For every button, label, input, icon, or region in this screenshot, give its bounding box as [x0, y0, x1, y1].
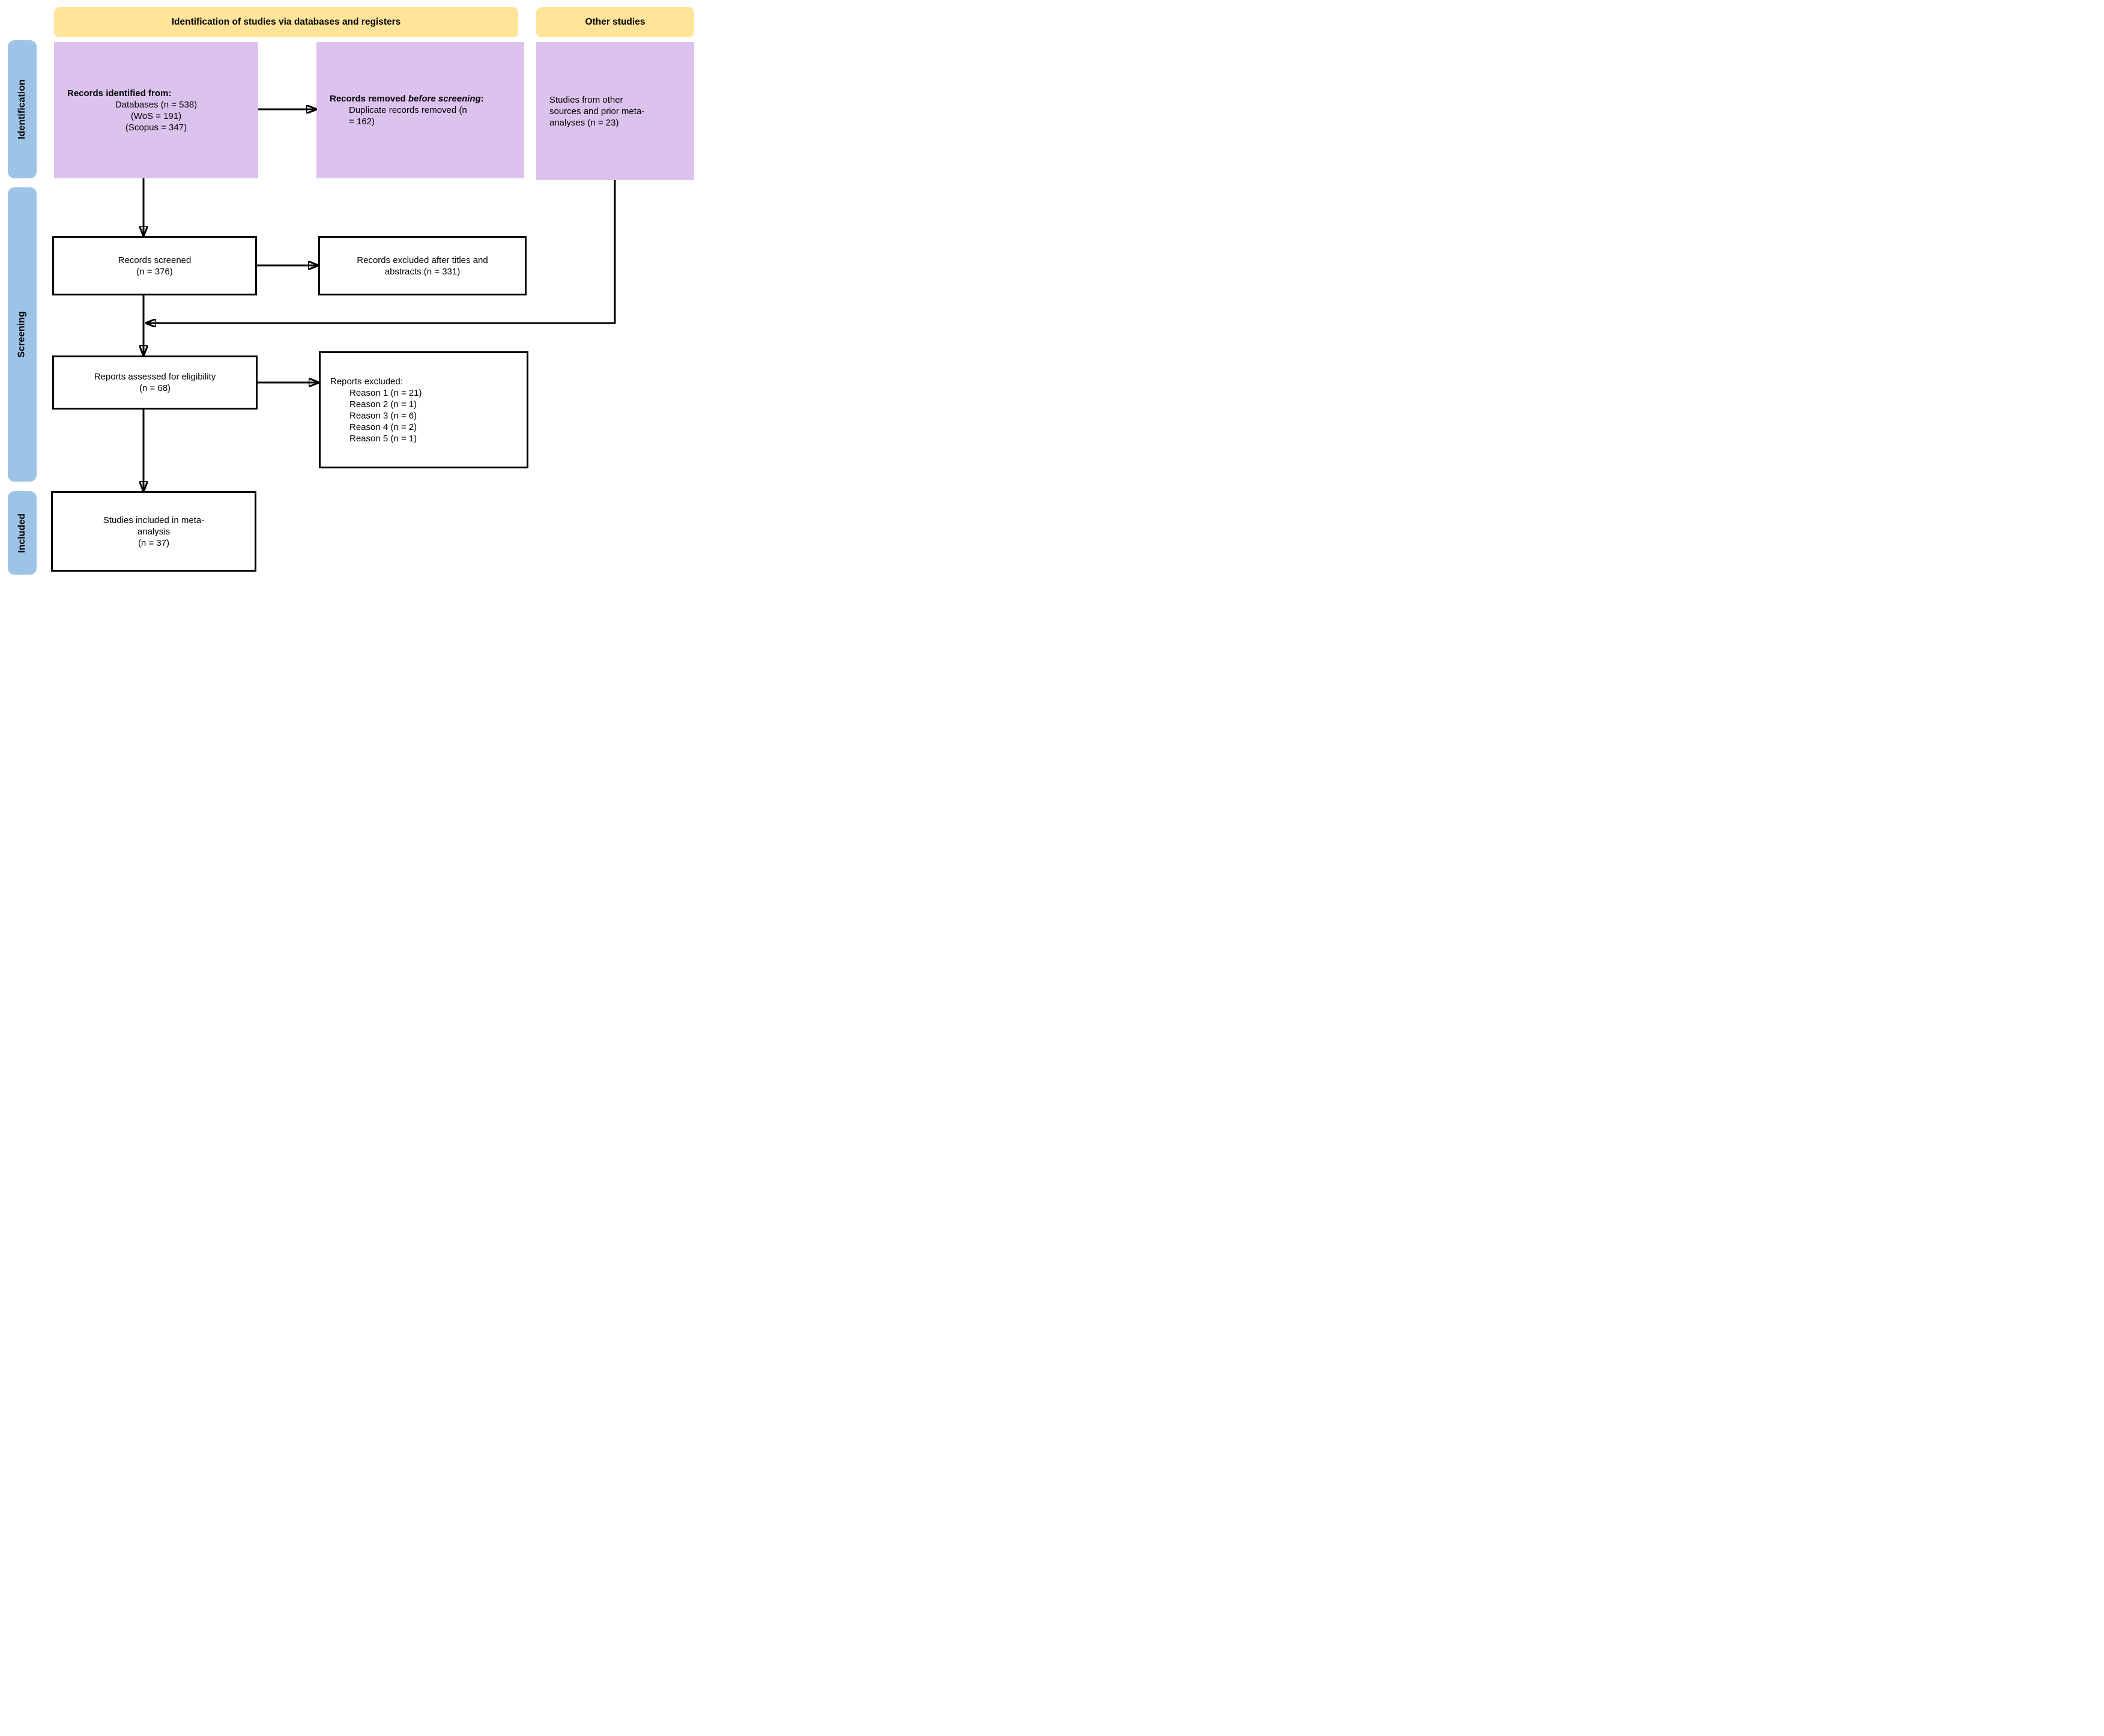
header-databases-registers: Identification of studies via databases … — [54, 7, 518, 37]
records-removed-title-prefix: Records removed — [330, 94, 408, 104]
reports-excluded-reason: Reason 3 (n = 6) — [349, 410, 417, 421]
reports-excluded-title: Reports excluded: — [330, 376, 403, 387]
records-removed-title-suffix: : — [480, 94, 484, 104]
header-databases-registers-label: Identification of studies via databases … — [171, 17, 401, 27]
stage-included-label: Included — [17, 513, 27, 553]
records-removed-title: Records removed before screening: — [330, 93, 511, 104]
records-identified-line: (WoS = 191) — [130, 110, 182, 121]
records-identified-line: (Scopus = 347) — [125, 122, 187, 133]
other-sources-line: Studies from other — [549, 94, 623, 105]
records-excluded-line: abstracts (n = 331) — [384, 266, 461, 277]
prisma-flow-diagram: Identification of studies via databases … — [0, 0, 701, 579]
other-sources-line: sources and prior meta- — [549, 106, 645, 116]
reports-excluded-reason: Reason 1 (n = 21) — [349, 387, 422, 398]
box-records-identified: Records identified from: Databases (n = … — [54, 42, 258, 178]
box-reports-assessed: Reports assessed for eligibility (n = 68… — [52, 355, 258, 410]
stage-screening: Screening — [8, 187, 37, 482]
reports-excluded-reason: Reason 4 (n = 2) — [349, 422, 417, 432]
header-other-studies: Other studies — [536, 7, 694, 37]
records-identified-title: Records identified from: — [67, 88, 172, 98]
records-screened-line: Records screened — [118, 255, 192, 265]
records-removed-title-emphasis: before screening — [408, 94, 481, 104]
studies-included-line: analysis — [137, 526, 171, 537]
records-excluded-line: Records excluded after titles and — [357, 255, 488, 265]
box-records-excluded: Records excluded after titles and abstra… — [318, 236, 527, 295]
header-other-studies-label: Other studies — [585, 17, 645, 27]
reports-assessed-line: Reports assessed for eligibility — [94, 372, 216, 382]
records-identified-line: Databases (n = 538) — [115, 99, 198, 110]
records-removed-detail-line: Duplicate records removed (n — [349, 105, 467, 115]
box-records-removed: Records removed before screening: Duplic… — [316, 42, 524, 178]
reports-excluded-reason: Reason 2 (n = 1) — [349, 399, 417, 410]
box-other-sources: Studies from other sources and prior met… — [536, 42, 694, 180]
box-records-screened: Records screened (n = 376) — [52, 236, 257, 295]
studies-included-line: (n = 37) — [138, 537, 170, 548]
studies-included-line: Studies included in meta- — [103, 515, 205, 525]
stage-identification-label: Identification — [17, 79, 27, 139]
box-reports-excluded: Reports excluded: Reason 1 (n = 21) Reas… — [319, 351, 528, 468]
box-studies-included: Studies included in meta- analysis (n = … — [51, 491, 256, 572]
stage-included: Included — [8, 491, 37, 575]
reports-excluded-reason: Reason 5 (n = 1) — [349, 433, 417, 444]
records-removed-detail-line: = 162) — [349, 116, 375, 127]
records-screened-line: (n = 376) — [136, 266, 173, 277]
stage-identification: Identification — [8, 40, 37, 178]
reports-assessed-line: (n = 68) — [139, 383, 171, 393]
other-sources-line: analyses (n = 23) — [549, 117, 619, 128]
stage-screening-label: Screening — [17, 311, 28, 358]
